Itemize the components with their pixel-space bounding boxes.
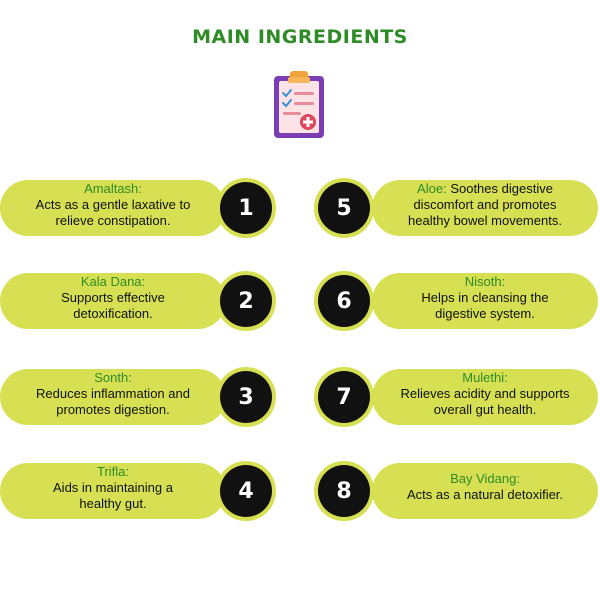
number-badge: 8 xyxy=(314,461,374,521)
ingredient-description: Relieves acidity and supports xyxy=(400,386,570,401)
number-badge: 5 xyxy=(314,178,374,238)
ingredient-card-2: Kala Dana: Supports effective detoxifica… xyxy=(0,271,280,331)
ingredient-pill: Trifla: Aids in maintaining a healthy gu… xyxy=(0,463,226,519)
ingredient-pill: Nisoth: Helps in cleansing the digestive… xyxy=(372,273,598,329)
ingredient-card-8: 8 Bay Vidang: Acts as a natural detoxifi… xyxy=(314,461,598,521)
ingredient-name: Mulethi: xyxy=(462,370,508,385)
ingredient-card-6: 6 Nisoth: Helps in cleansing the digesti… xyxy=(314,271,598,331)
ingredient-description: discomfort and promotes xyxy=(413,197,557,212)
ingredient-description: Supports effective xyxy=(61,290,165,305)
ingredient-name: Nisoth: xyxy=(464,274,506,289)
number-badge: 6 xyxy=(314,271,374,331)
number-label: 1 xyxy=(220,182,272,234)
number-label: 7 xyxy=(318,371,370,423)
number-label: 5 xyxy=(318,182,370,234)
ingredient-description: Helps in cleansing the xyxy=(421,290,549,305)
ingredient-description: digestive system. xyxy=(435,306,535,321)
ingredient-card-3: Sonth: Reduces inflammation and promotes… xyxy=(0,367,280,427)
ingredient-name: Amaltash: xyxy=(84,181,142,196)
ingredient-description: Acts as a natural detoxifier. xyxy=(406,487,564,502)
ingredient-description: detoxification. xyxy=(73,306,153,321)
ingredient-card-1: Amaltash: Acts as a gentle laxative to r… xyxy=(0,178,280,238)
ingredient-pill: Bay Vidang: Acts as a natural detoxifier… xyxy=(372,463,598,519)
ingredient-pill: Aloe: Soothes digestive discomfort and p… xyxy=(372,180,598,236)
ingredient-description: relieve constipation. xyxy=(55,213,171,228)
ingredient-pill: Sonth: Reduces inflammation and promotes… xyxy=(0,369,226,425)
ingredient-description: healthy bowel movements. xyxy=(408,213,562,228)
number-badge: 1 xyxy=(216,178,276,238)
ingredient-name: Kala Dana: xyxy=(80,274,146,289)
ingredient-description: Soothes digestive xyxy=(450,181,553,196)
number-label: 4 xyxy=(220,465,272,517)
number-label: 2 xyxy=(220,275,272,327)
number-label: 6 xyxy=(318,275,370,327)
ingredient-description: promotes digestion. xyxy=(56,402,170,417)
ingredient-description: healthy gut. xyxy=(79,496,147,511)
ingredient-description: overall gut health. xyxy=(433,402,537,417)
ingredient-pill: Mulethi: Relieves acidity and supports o… xyxy=(372,369,598,425)
ingredient-card-4: Trifla: Aids in maintaining a healthy gu… xyxy=(0,461,280,521)
number-badge: 7 xyxy=(314,367,374,427)
page-title: MAIN INGREDIENTS xyxy=(192,26,408,48)
ingredient-pill: Kala Dana: Supports effective detoxifica… xyxy=(0,273,226,329)
ingredient-name: Trifla: xyxy=(96,464,130,479)
ingredient-name: Aloe: xyxy=(417,181,447,196)
number-badge: 3 xyxy=(216,367,276,427)
ingredient-description: Reduces inflammation and xyxy=(36,386,190,401)
ingredient-description: Acts as a gentle laxative to xyxy=(35,197,191,212)
number-badge: 2 xyxy=(216,271,276,331)
number-badge: 4 xyxy=(216,461,276,521)
ingredient-card-7: 7 Mulethi: Relieves acidity and supports… xyxy=(314,367,598,427)
ingredient-description-line: Aloe: Soothes digestive xyxy=(390,181,580,197)
clipboard-checklist-icon xyxy=(274,71,324,138)
number-label: 3 xyxy=(220,371,272,423)
ingredient-card-5: 5 Aloe: Soothes digestive discomfort and… xyxy=(314,178,598,238)
ingredient-pill: Amaltash: Acts as a gentle laxative to r… xyxy=(0,180,226,236)
ingredient-name: Sonth: xyxy=(94,370,132,385)
ingredient-name: Bay Vidang: xyxy=(450,471,520,486)
ingredient-description: Aids in maintaining a xyxy=(53,480,173,495)
number-label: 8 xyxy=(318,465,370,517)
